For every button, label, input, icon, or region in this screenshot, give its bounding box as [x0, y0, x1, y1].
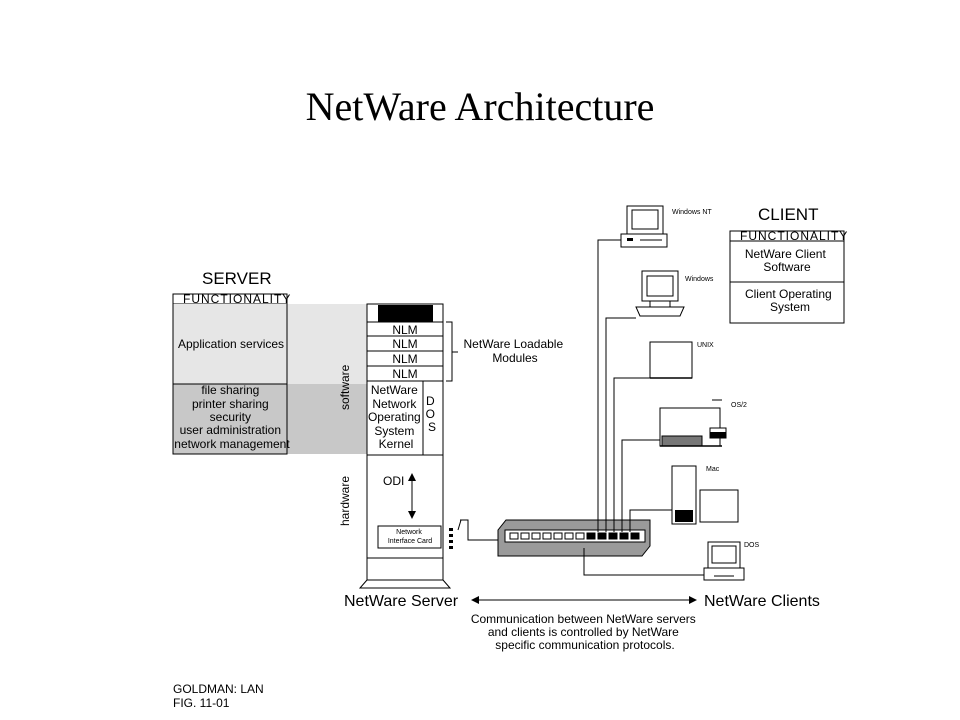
- server-heading: SERVER: [202, 269, 272, 288]
- nlm-row-3: NLM: [392, 352, 417, 366]
- client-functionality-header: [729, 230, 845, 242]
- network-interface-card: [377, 525, 442, 549]
- client-label-windows: Windows: [685, 276, 714, 283]
- service-file-sharing: file sharing: [201, 383, 259, 397]
- hub-port: [564, 532, 574, 540]
- hub-port: [586, 532, 596, 540]
- odi-label: ODI: [383, 474, 404, 488]
- server-functionality-label: FUNCTIONALITY: [183, 292, 291, 306]
- nlm-row-1: NLM: [392, 323, 417, 337]
- client-label-os2: OS/2: [731, 402, 747, 409]
- client-mac: Mac: [671, 465, 739, 525]
- os-services-band: [173, 384, 367, 454]
- service-user-administration: user administration: [180, 423, 281, 437]
- client-label-mac: Mac: [706, 466, 720, 473]
- hub-port: [553, 532, 563, 540]
- client-heading: CLIENT: [758, 205, 818, 224]
- server-services-list: file sharing printer sharing security us…: [174, 383, 290, 451]
- source-citation: GOLDMAN: LAN FIG. 11-01: [173, 682, 267, 710]
- hardware-label: hardware: [338, 476, 352, 526]
- hub-port: [597, 532, 607, 540]
- hub-port: [608, 532, 618, 540]
- hub-port: [520, 532, 530, 540]
- hub-port: [630, 532, 640, 540]
- client-label-unix: UNIX: [697, 342, 714, 349]
- dos-label: D O S: [426, 394, 439, 434]
- server-functionality-box: [172, 293, 288, 455]
- client-label-windows-nt: Windows NT: [672, 209, 712, 216]
- service-printer-sharing: printer sharing: [192, 397, 269, 411]
- client-label-dos: DOS: [744, 542, 760, 549]
- client-windows-nt: Windows NT: [620, 205, 712, 248]
- hub-port: [509, 532, 519, 540]
- hub-port: [619, 532, 629, 540]
- network-hub: [497, 519, 651, 557]
- client-os2: OS/2: [659, 399, 747, 447]
- hub-port: [531, 532, 541, 540]
- client-windows: Windows: [635, 270, 714, 317]
- nlm-row-4: NLM: [392, 367, 417, 381]
- hub-port: [542, 532, 552, 540]
- nic-label: Network Interface Card: [388, 529, 432, 545]
- netware-clients-label: NetWare Clients: [704, 593, 820, 610]
- client-functionality-label: FUNCTIONALITY: [740, 229, 848, 243]
- kernel-label: NetWare Network Operating System Kernel: [368, 383, 424, 451]
- nlm-brace: [446, 321, 458, 382]
- service-security: security: [210, 410, 251, 424]
- service-network-management: network management: [174, 437, 290, 451]
- software-label: software: [338, 364, 352, 410]
- client-dos: DOS: [703, 541, 760, 581]
- netware-server-label: NetWare Server: [344, 593, 459, 610]
- client-functionality-box: [729, 230, 845, 324]
- communication-note: Communication between NetWare servers an…: [471, 612, 699, 652]
- client-os-label: Client Operating System: [745, 287, 835, 314]
- client-unix: UNIX: [649, 341, 714, 379]
- application-services-label: Application services: [178, 337, 284, 351]
- client-software-label: NetWare Client Software: [745, 247, 829, 274]
- nlm-row-2: NLM: [392, 337, 417, 351]
- client-cables: [583, 239, 706, 576]
- hub-port: [575, 532, 585, 540]
- server-tower: NLM NLM NLM NLM NetWare Network Operatin…: [358, 303, 462, 589]
- page-title: NetWare Architecture: [306, 84, 655, 129]
- application-services-band: [173, 304, 367, 384]
- server-hub-cable: [460, 519, 498, 541]
- nlm-brace-label: NetWare Loadable Modules: [464, 337, 567, 365]
